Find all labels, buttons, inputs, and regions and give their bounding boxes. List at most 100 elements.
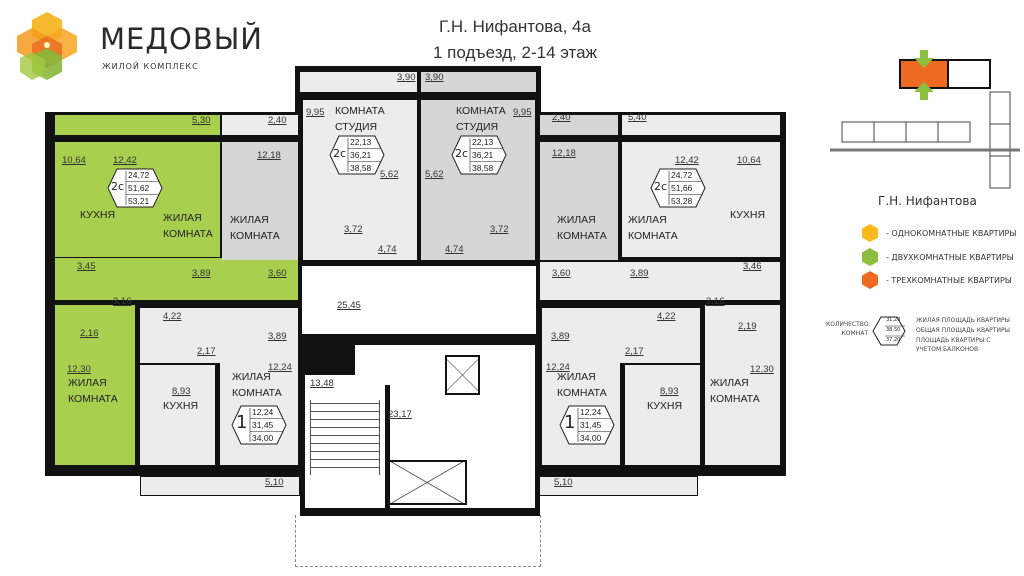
room-area-label: 3,60 bbox=[552, 268, 571, 279]
room-area-label: 3,89 bbox=[192, 268, 211, 279]
entrance-floors: 1 подъезд, 2-14 этаж bbox=[433, 43, 597, 62]
balcony-area: 34,00 bbox=[252, 433, 274, 443]
room-name-kitchen: КУХНЯ bbox=[80, 209, 116, 221]
room-name-living: ЖИЛАЯ КОМНАТА bbox=[710, 377, 760, 405]
room-area-label: 4,74 bbox=[378, 244, 397, 255]
elevator-large bbox=[387, 460, 467, 505]
room-area-label: 5,62 bbox=[425, 169, 444, 180]
yellow-hexagon-icon bbox=[862, 224, 878, 242]
room-name-kitchen: КУХНЯ bbox=[730, 209, 766, 221]
legend-living-area: ЖИЛАЯ ПЛОЩАДЬ КВАРТИРЫ bbox=[916, 317, 1010, 324]
room-name-living: ЖИЛАЯ КОМНАТА bbox=[628, 214, 678, 242]
logo-subtitle: ЖИЛОЙ КОМПЛЕКС bbox=[102, 62, 199, 71]
room-area-label: 5,10 bbox=[554, 477, 573, 488]
site-map-drawing bbox=[830, 50, 1020, 189]
room-area-label: 12,18 bbox=[552, 148, 576, 159]
total-area: 31,45 bbox=[580, 420, 602, 430]
rooms-count: 1 bbox=[564, 412, 576, 433]
room-name-living: ЖИЛАЯ КОМНАТА bbox=[230, 214, 280, 242]
living-area: 22,13 bbox=[350, 137, 372, 147]
balcony-area: 53,28 bbox=[671, 196, 693, 206]
logo-name: МЕДОВЫЙ bbox=[100, 22, 264, 56]
room-area-label: 3,45 bbox=[77, 261, 96, 272]
legend-sample-badge: 31,20 38,50 37,20 bbox=[872, 316, 906, 346]
room-area-label: 2,17 bbox=[197, 346, 216, 357]
room-area-label: 10,64 bbox=[737, 155, 761, 166]
room-area-label: 3,89 bbox=[551, 331, 570, 342]
room-area-label: 12,42 bbox=[113, 155, 137, 166]
legend-item-one-room: - ОДНОКОМНАТНЫЕ КВАРТИРЫ bbox=[862, 224, 1016, 242]
room-area-label: 25,45 bbox=[337, 300, 361, 311]
room-area-label: 3,16 bbox=[706, 296, 725, 307]
logo bbox=[12, 10, 82, 80]
address-title: Г.Н. Нифантова, 4а bbox=[439, 17, 591, 36]
total-area: 51,62 bbox=[128, 183, 150, 193]
room-name-kitchen: КУХНЯ bbox=[163, 400, 199, 412]
site-map bbox=[830, 50, 1020, 210]
room-area-label: 5,10 bbox=[265, 477, 284, 488]
room-name-living: ЖИЛАЯ КОМНАТА bbox=[557, 371, 607, 399]
living-area: 24,72 bbox=[671, 170, 693, 180]
room-area-label: 5,30 bbox=[192, 115, 211, 126]
room-name-living: ЖИЛАЯ КОМНАТА bbox=[68, 377, 118, 405]
legend-total-area: ОБЩАЯ ПЛОЩАДЬ КВАРТИРЫ bbox=[916, 327, 1010, 334]
balcony-area: 53,21 bbox=[128, 196, 150, 206]
living-area: 12,24 bbox=[580, 407, 602, 417]
balcony-area: 38,58 bbox=[350, 163, 372, 173]
room-area-label: 3,90 bbox=[397, 72, 416, 83]
rooms-count: 1 bbox=[236, 412, 248, 433]
rooms-count: 2с bbox=[654, 180, 668, 193]
room-area-label: 2,17 bbox=[625, 346, 644, 357]
floor-plan: 5,30 2,40 10,64 12,42 12,18 3,45 3,89 3,60 3,16 2… bbox=[45, 66, 786, 567]
room-area-label: 9,95 bbox=[513, 107, 532, 118]
room-area-label: 3,72 bbox=[344, 224, 363, 235]
room-area-label: 3,46 bbox=[743, 261, 762, 272]
room-name-living: ЖИЛАЯ КОМНАТА bbox=[232, 371, 282, 399]
apartment-badge[interactable]: 1 12,24 31,45 34,00 bbox=[559, 405, 615, 445]
legend-balcony-area: ПЛОЩАДЬ КВАРТИРЫ С УЧЕТОМ БАЛКОНОВ bbox=[916, 337, 991, 353]
room-area-label: 4,22 bbox=[163, 311, 182, 322]
logo-hexagons-icon bbox=[17, 12, 77, 80]
balcony-area: 34,00 bbox=[580, 433, 602, 443]
room-area-label: 23,17 bbox=[388, 409, 412, 420]
total-area: 31,45 bbox=[252, 420, 274, 430]
apartment-badge[interactable]: 1 12,24 31,45 34,00 bbox=[231, 405, 287, 445]
room-area-label: 3,16 bbox=[113, 296, 132, 307]
rooms-count: 2с bbox=[455, 147, 469, 160]
room-area-label: 9,95 bbox=[306, 107, 325, 118]
room-area-label: 3,89 bbox=[630, 268, 649, 279]
room-name-living: ЖИЛАЯ КОМНАТА bbox=[163, 212, 213, 240]
room-area-label: 8,93 bbox=[660, 386, 679, 397]
room-area-label: 2,16 bbox=[80, 328, 99, 339]
room-area-label: 4,74 bbox=[445, 244, 464, 255]
room-area-label: 13,48 bbox=[310, 378, 334, 389]
living-area: 12,24 bbox=[252, 407, 274, 417]
balcony-area: 38,58 bbox=[472, 163, 494, 173]
room-name-kitchen: КУХНЯ bbox=[647, 400, 683, 412]
room-area-label: 12,18 bbox=[257, 150, 281, 161]
living-area: 22,13 bbox=[472, 137, 494, 147]
room-area-label: 12,30 bbox=[750, 364, 774, 375]
orange-hexagon-icon bbox=[862, 271, 878, 289]
room-area-label: 2,40 bbox=[552, 112, 571, 123]
room-name-studio: КОМНАТА СТУДИЯ bbox=[335, 105, 385, 133]
room-area-label: 12,24 bbox=[268, 362, 292, 373]
room-area-label: 12,30 bbox=[67, 364, 91, 375]
room-area-label: 12,42 bbox=[675, 155, 699, 166]
rooms-count: 2с bbox=[333, 147, 347, 160]
room-name-studio: КОМНАТА СТУДИЯ bbox=[456, 105, 506, 133]
room-area-label: 8,93 bbox=[172, 386, 191, 397]
room-area-label: 3,72 bbox=[490, 224, 509, 235]
room-area-label: 3,90 bbox=[425, 72, 444, 83]
street-name: Г.Н. Нифантова bbox=[878, 194, 977, 208]
legend-item-two-room: - ДВУХКОМНАТНЫЕ КВАРТИРЫ bbox=[862, 248, 1014, 266]
rooms-count: 2с bbox=[111, 180, 125, 193]
elevator-small bbox=[445, 355, 480, 395]
room-area-label: 5,40 bbox=[628, 112, 647, 123]
room-area-label: 12,24 bbox=[546, 362, 570, 373]
room-area-label: 4,22 bbox=[657, 311, 676, 322]
